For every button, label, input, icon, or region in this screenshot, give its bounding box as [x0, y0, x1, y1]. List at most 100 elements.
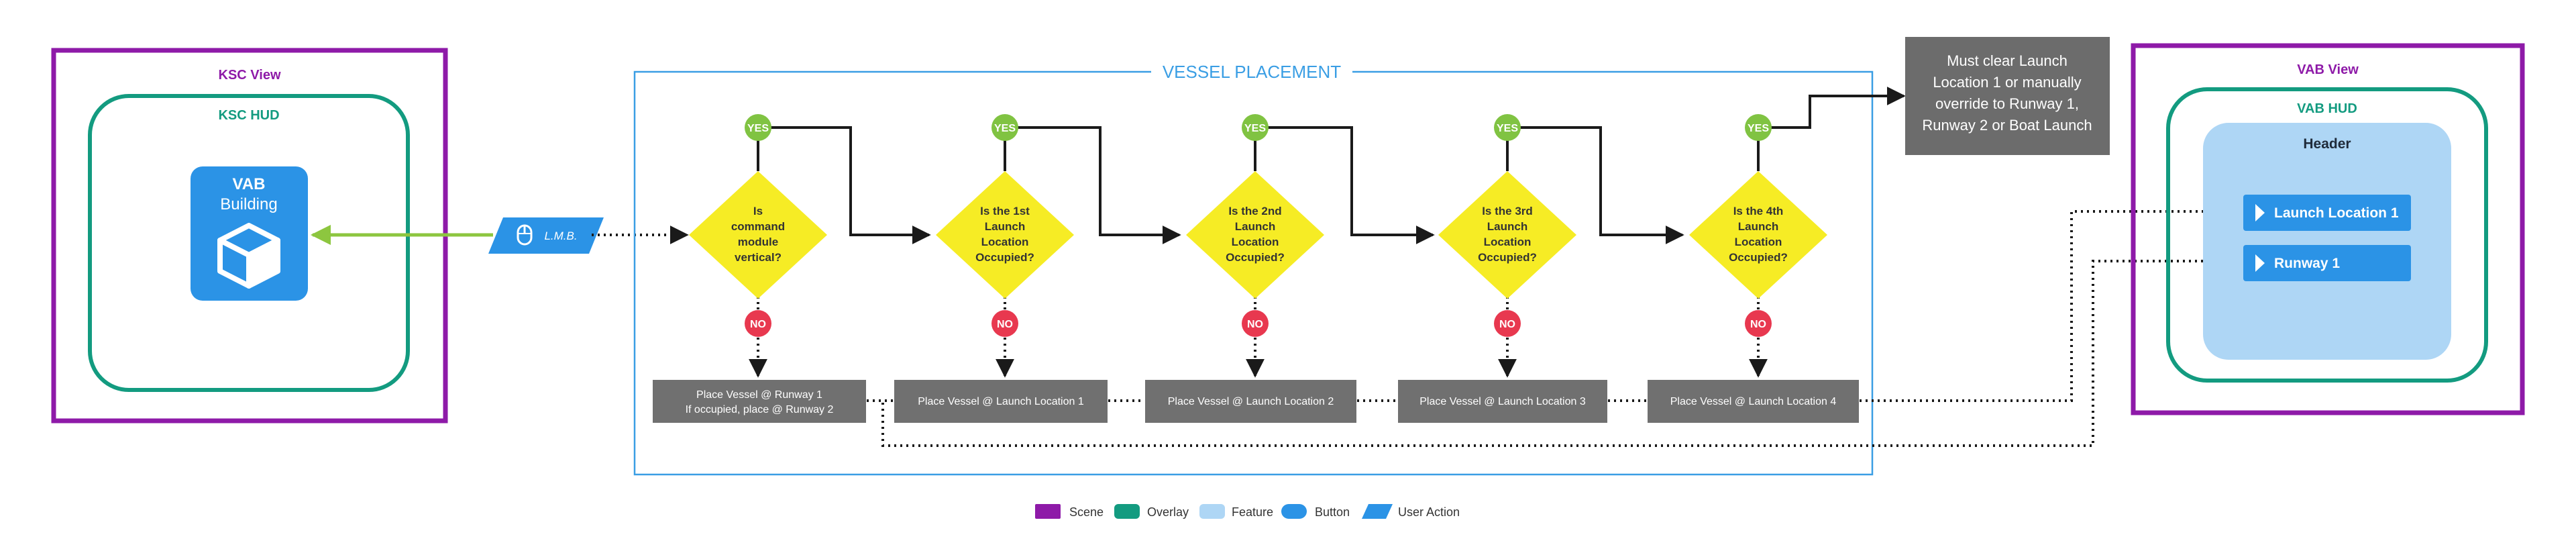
action-text: Place Vessel @ Runway 1: [696, 389, 822, 401]
launch-location-1-label: Launch Location 1: [2274, 205, 2399, 221]
vab-building-button[interactable]: VAB Building: [191, 166, 308, 301]
decision-diamond: Is command module vertical?: [689, 171, 827, 299]
yes-node: YES: [745, 114, 771, 141]
action-connectors: [867, 202, 2244, 447]
action-box: Place Vessel @ Launch Location 4: [1648, 380, 1859, 423]
action-box: Place Vessel @ Launch Location 3: [1398, 380, 1607, 423]
runway-1-label: Runway 1: [2274, 256, 2340, 271]
no-node: NO: [745, 310, 771, 337]
decision-text: Location: [1735, 236, 1782, 248]
vab-hud-label: VAB HUD: [2297, 101, 2357, 116]
action-text: Place Vessel @ Launch Location 3: [1419, 396, 1586, 407]
yes-node: YES: [991, 114, 1018, 141]
no-label: NO: [750, 319, 766, 330]
legend-swatch-button: [1281, 504, 1307, 519]
play-icon: [2255, 254, 2265, 272]
yes-label: YES: [747, 123, 769, 134]
ksc-view-label: KSC View: [219, 68, 281, 83]
launch-override-note: Must clear Launch Location 1 or manually…: [1905, 37, 2110, 155]
decision-columns: YES Is command module vertical? NO Place Vesse…: [653, 114, 1859, 423]
decision-text: Is the 3rd: [1482, 205, 1533, 217]
ksc-hud-label: KSC HUD: [218, 108, 279, 123]
yes-connectors: [769, 87, 1906, 244]
note-line-2: Location 1 or manually: [1933, 74, 2081, 91]
legend-label-feature: Feature: [1232, 505, 1273, 519]
no-node: NO: [1745, 310, 1772, 337]
play-icon: [2255, 204, 2265, 221]
yes-label: YES: [1244, 123, 1266, 134]
action-box: Place Vessel @ Launch Location 1: [894, 380, 1108, 423]
legend-label-scene: Scene: [1069, 505, 1104, 519]
action-text: If occupied, place @ Runway 2: [686, 404, 834, 415]
vab-building-label-2: Building: [220, 195, 277, 213]
launch-location-1-button[interactable]: Launch Location 1: [2243, 195, 2411, 231]
header-label: Header: [2303, 136, 2351, 152]
decision-text: Location: [1232, 236, 1279, 248]
decision-text: vertical?: [735, 251, 782, 264]
action-box: Place Vessel @ Launch Location 2: [1145, 380, 1356, 423]
yes-node: YES: [1745, 114, 1772, 141]
legend-swatch-overlay: [1114, 504, 1140, 519]
decision-text: command: [731, 220, 785, 233]
note-line-4: Runway 2 or Boat Launch: [1922, 117, 2092, 134]
vab-view-scene: VAB View: [2131, 43, 2525, 415]
note-line-1: Must clear Launch: [1947, 52, 2068, 69]
legend-label-user-action: User Action: [1398, 505, 1460, 519]
vab-view-label: VAB View: [2297, 62, 2359, 77]
yes-label: YES: [994, 123, 1016, 134]
building-cube-icon: [217, 223, 280, 289]
decision-text: Launch: [1487, 220, 1527, 233]
decision-text: Is the 2nd: [1228, 205, 1281, 217]
decision-text: Is the 1st: [980, 205, 1030, 217]
decision-text: module: [738, 236, 778, 248]
decision-text: Location: [1484, 236, 1532, 248]
yes-label: YES: [1748, 123, 1769, 134]
no-label: NO: [1247, 319, 1263, 330]
legend-label-overlay: Overlay: [1147, 505, 1189, 519]
decision-text: Launch: [985, 220, 1025, 233]
decision-text: Occupied?: [1226, 251, 1285, 264]
lmb-user-action: L.M.B.: [488, 217, 604, 254]
vessel-placement-title: VESSEL PLACEMENT: [1163, 62, 1341, 82]
decision-column: YES Is command module vertical? NO Place Vesse…: [653, 114, 866, 423]
ksc-hud-overlay: KSC HUD: [88, 94, 410, 392]
vab-hud-overlay: VAB HUD: [2166, 87, 2488, 383]
legend-swatch-scene: [1035, 504, 1061, 519]
lmb-label: L.M.B.: [544, 230, 577, 242]
legend-swatch-feature: [1199, 504, 1225, 519]
runway-1-button[interactable]: Runway 1: [2243, 245, 2411, 281]
decision-text: Is the 4th: [1733, 205, 1784, 217]
yes-node: YES: [1494, 114, 1521, 141]
yes-label: YES: [1497, 123, 1518, 134]
legend: Scene Overlay Feature Button User Action: [1035, 504, 1460, 519]
decision-text: Occupied?: [1729, 251, 1788, 264]
vessel-placement-group: VESSEL PLACEMENT: [633, 62, 1874, 476]
note-line-3: override to Runway 1,: [1935, 95, 2079, 112]
action-text: Place Vessel @ Launch Location 1: [918, 396, 1084, 407]
decision-text: Is: [753, 205, 763, 217]
decision-text: Location: [981, 236, 1029, 248]
decision-text: Occupied?: [1478, 251, 1537, 264]
no-node: NO: [991, 310, 1018, 337]
no-label: NO: [1750, 319, 1766, 330]
decision-text: Occupied?: [975, 251, 1034, 264]
action-text: Place Vessel @ Launch Location 4: [1670, 396, 1837, 407]
vab-building-label-1: VAB: [233, 175, 266, 193]
action-text: Place Vessel @ Launch Location 2: [1168, 396, 1334, 407]
decision-text: Launch: [1738, 220, 1778, 233]
decision-text: Launch: [1235, 220, 1275, 233]
legend-label-button: Button: [1315, 505, 1350, 519]
no-node: NO: [1494, 310, 1521, 337]
header-feature: Header: [2203, 123, 2451, 360]
mouse-icon: [517, 224, 533, 246]
legend-swatch-user-action: [1362, 504, 1393, 519]
yes-node: YES: [1242, 114, 1269, 141]
